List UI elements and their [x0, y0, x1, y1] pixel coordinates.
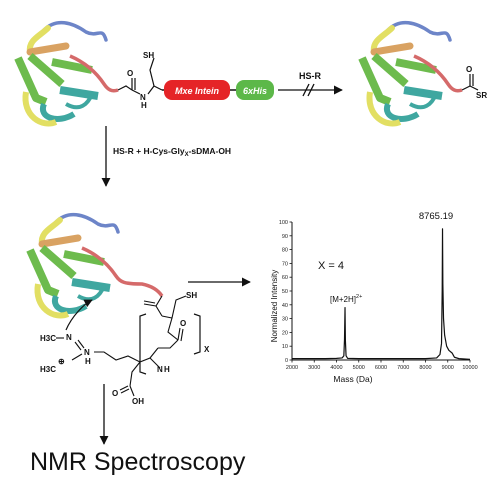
y-tick-label: 40	[282, 303, 288, 309]
x-tick-label: 10000	[462, 365, 477, 371]
intein-fusion-bar: Mxe Intein 6xHis	[162, 80, 274, 100]
blocked-thiolysis-arrow: HS-R	[278, 71, 343, 97]
product-thiol-label: SH	[186, 291, 197, 300]
x-axis-title: Mass (Da)	[333, 374, 372, 384]
ligation-reagents-label: HS-R + H-Cys-GlyX-sDMA-OH	[113, 146, 231, 158]
his-tag-block	[236, 80, 274, 100]
mxe-intein-label: Mxe Intein	[175, 86, 220, 96]
ligation-arrow: HS-R + H-Cys-GlyX-sDMA-OH	[101, 126, 231, 187]
methyl-group-bottom: H3C	[40, 365, 56, 374]
nmr-spectroscopy-label: NMR Spectroscopy	[30, 448, 246, 476]
y-tick-label: 80	[282, 248, 288, 254]
cysteine-linker: O N H SH	[117, 51, 163, 110]
carbonyl-oxygen-label: O	[127, 69, 133, 78]
amide-nitrogen-label: N	[140, 93, 146, 102]
repeat-count-x: X	[204, 345, 210, 354]
peptide-chemistry: SH O N H OH O N H N H3C ⊕ H3C X	[40, 291, 210, 406]
y-tick-label: 70	[282, 261, 288, 267]
guanidine-n-upper: N	[66, 333, 72, 342]
minor-peak-label: [M+2H]2+	[330, 294, 362, 304]
mxe-intein-block	[164, 80, 230, 100]
x-tick-label: 6000	[375, 365, 387, 371]
y-tick-label: 100	[279, 220, 288, 226]
amide-nh-h: H	[164, 365, 170, 374]
x-tick-label: 8000	[419, 365, 431, 371]
his-tag-label: 6xHis	[243, 86, 267, 96]
amide-hydrogen-label: H	[141, 101, 147, 110]
x-tick-label: 3000	[308, 365, 320, 371]
x-tick-label: 2000	[286, 365, 298, 371]
y-tick-label: 60	[282, 275, 288, 281]
x-tick-label: 9000	[442, 365, 454, 371]
protein-structure-thioester	[358, 20, 463, 127]
thiol-label: SH	[143, 51, 154, 60]
repeat-count-annotation: X = 4	[318, 260, 344, 272]
x-tick-label: 7000	[397, 365, 409, 371]
guanidine-n-label: N	[84, 348, 90, 357]
methyl-group-top: H3C	[40, 334, 56, 343]
thioester-sr-label: SR	[476, 91, 487, 100]
mass-spectrum-chart: Normalized Intensity Mass (Da) X = 4 876…	[270, 211, 478, 384]
main-peak-label: 8765.19	[419, 211, 453, 222]
carboxyl-oxygen-label: O	[112, 389, 118, 398]
amide-nh-label: N	[157, 365, 163, 374]
guanidinium-plus: ⊕	[58, 357, 65, 366]
y-tick-label: 20	[282, 330, 288, 336]
y-tick-label: 30	[282, 317, 288, 323]
thioester-group: O SR	[461, 65, 487, 100]
y-tick-label: 10	[282, 344, 288, 350]
spectrum-series-line-0	[292, 228, 471, 360]
y-tick-label: 90	[282, 234, 288, 240]
thioester-oxygen-label: O	[466, 65, 472, 74]
protein-structure-product	[26, 212, 164, 319]
x-tick-label: 4000	[330, 365, 342, 371]
y-tick-label: 50	[282, 289, 288, 295]
x-tick-label: 5000	[353, 365, 365, 371]
protein-structure-start	[14, 20, 119, 127]
product-carbonyl-oxygen: O	[180, 319, 186, 328]
guanidine-h-label: H	[85, 357, 91, 366]
carboxyl-oh-label: OH	[132, 397, 144, 406]
y-tick-label: 0	[285, 358, 288, 364]
y-axis-title: Normalized Intensity	[270, 270, 279, 342]
thiol-reagent-label: HS-R	[299, 71, 321, 81]
